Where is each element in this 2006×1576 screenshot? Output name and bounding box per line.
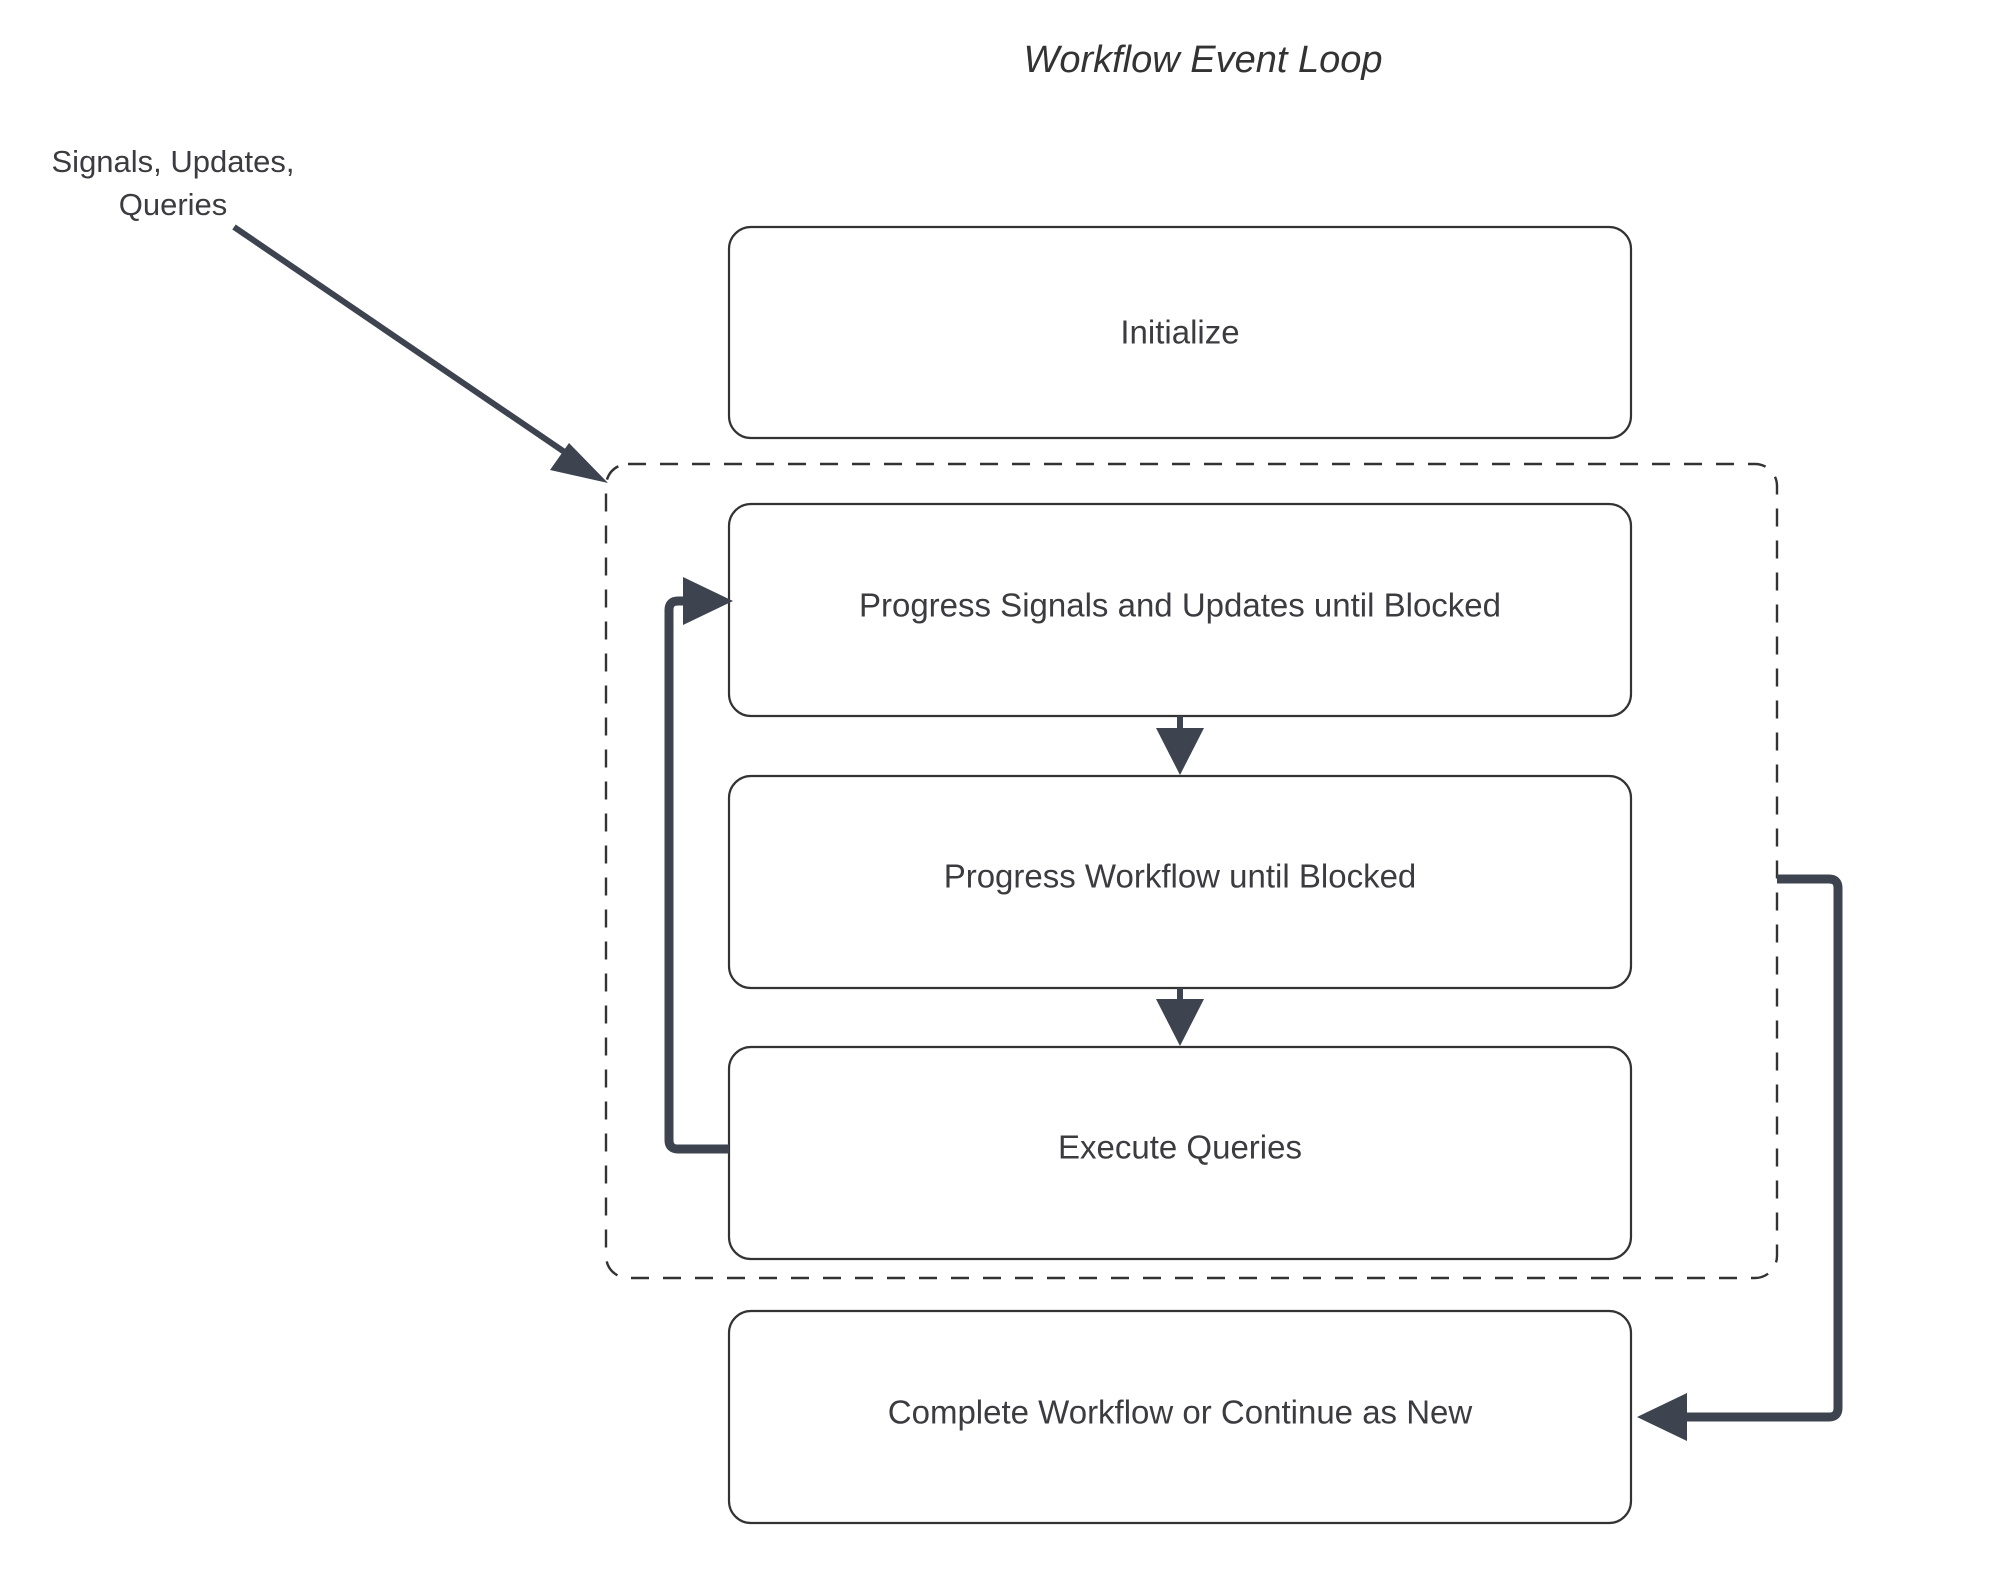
edge-progress-signals-to-progress-workflow [1156, 716, 1204, 775]
edge-loop-back-to-progress-signals [664, 577, 733, 1154]
node-progress-signals[interactable]: Progress Signals and Updates until Block… [727, 502, 1633, 718]
node-progress-workflow-label: Progress Workflow until Blocked [944, 858, 1417, 895]
edge-signals-to-loop [232, 224, 608, 483]
edge-progress-workflow-to-execute-queries [1156, 988, 1204, 1046]
page-title: Workflow Event Loop [1023, 39, 1382, 81]
external-input-label-line2: Queries [119, 187, 228, 222]
node-execute-queries-label: Execute Queries [1058, 1129, 1302, 1166]
node-initialize-label: Initialize [1120, 314, 1239, 351]
node-complete-workflow-label: Complete Workflow or Continue as New [888, 1394, 1473, 1431]
loop-group-container [604, 462, 1779, 1280]
node-progress-signals-label: Progress Signals and Updates until Block… [859, 587, 1501, 624]
node-initialize-box[interactable] [727, 225, 1633, 440]
node-progress-workflow[interactable]: Progress Workflow until Blocked [727, 774, 1633, 990]
node-initialize[interactable]: Initialize [727, 225, 1633, 440]
external-input-label-line1: Signals, Updates, [52, 144, 295, 179]
edge-loop-exit-to-complete-workflow [1637, 874, 1843, 1441]
node-complete-workflow[interactable]: Complete Workflow or Continue as New [727, 1309, 1633, 1525]
node-complete-workflow-box[interactable] [727, 1309, 1633, 1525]
node-execute-queries[interactable]: Execute Queries [727, 1045, 1633, 1261]
